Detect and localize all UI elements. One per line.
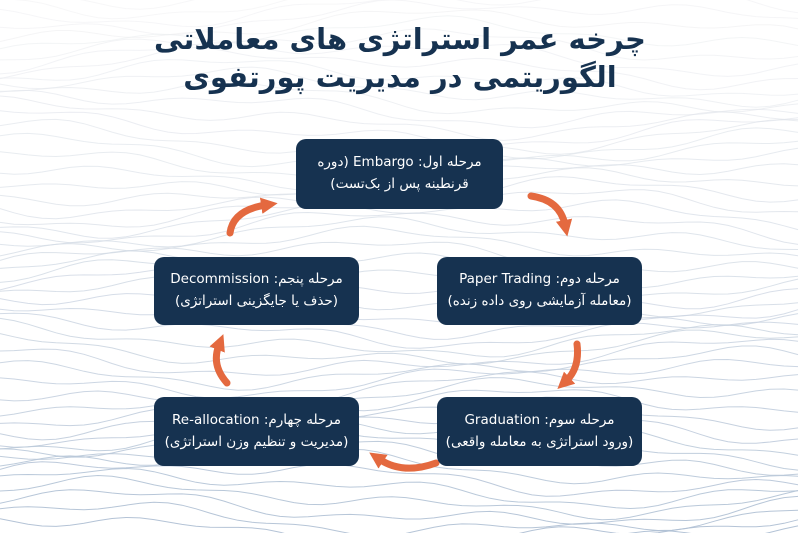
stage-title-line: مرحله پنجم: Decommission <box>170 271 343 288</box>
stage-box-decommission: مرحله پنجم: Decommission (حذف یا جایگزین… <box>154 257 359 325</box>
page-title: چرخه عمر استراتژی های معاملاتی الگوریتمی… <box>0 20 800 97</box>
page-title-line1: چرخه عمر استراتژی های معاملاتی <box>154 22 646 56</box>
stage-box-re-allocation: مرحله چهارم: Re-allocation (مدیریت و تنظ… <box>154 397 359 466</box>
stage-subtitle-line: (ورود استراتژی به معامله واقعی) <box>445 433 634 450</box>
stage-box-embargo: مرحله اول: Embargo (دوره قرنطینه پس از ب… <box>296 139 503 209</box>
page-title-line2: الگوریتمی در مدیریت پورتفوی <box>183 60 617 95</box>
stage-title-line: مرحله دوم: Paper Trading <box>459 271 620 288</box>
stage-subtitle-line: (مدیریت و تنظیم وزن استراتژی) <box>164 433 349 450</box>
cycle-arrow-paper-trading-to-graduation <box>557 340 581 390</box>
cycle-arrow-graduation-to-re-allocation <box>369 452 440 472</box>
stage-title-line: مرحله چهارم: Re-allocation <box>172 411 341 428</box>
stage-subtitle-line: (حذف یا جایگزینی استراتژی) <box>175 293 339 309</box>
cycle-arrow-embargo-to-paper-trading <box>527 192 573 237</box>
cycle-arrow-decommission-to-embargo <box>226 197 278 237</box>
stage-subtitle-line: (معامله آزمایشی روی داده زنده) <box>447 293 632 309</box>
stage-title-line: مرحله سوم: Graduation <box>464 411 615 428</box>
stage-box-paper-trading: مرحله دوم: Paper Trading (معامله آزمایشی… <box>437 257 642 325</box>
stage-title-line: مرحله اول: Embargo (دوره <box>317 154 482 171</box>
cycle-arrow-re-allocation-to-decommission <box>209 334 231 387</box>
stage-box-graduation: مرحله سوم: Graduation (ورود استراتژی به … <box>437 397 642 466</box>
stage-subtitle-line: قرنطینه پس از بک‌تست) <box>330 176 469 192</box>
